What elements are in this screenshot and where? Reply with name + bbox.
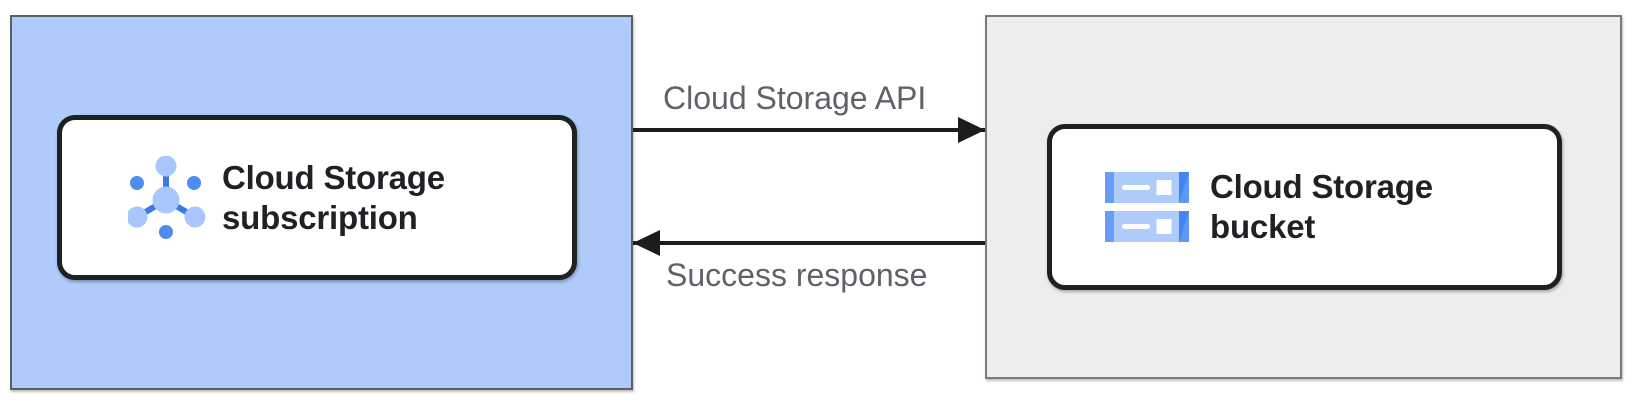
card-label-line: subscription [222,198,418,236]
subscription-zone: Cloud Storage subscription [10,15,633,390]
cloud-storage-api-arrow [633,128,985,132]
card-label-line: Cloud Storage [1210,168,1433,205]
card-label-line: Cloud Storage [222,158,445,196]
pubsub-subscription-icon [128,155,206,239]
card-label-line: bucket [1210,208,1316,245]
cloud-storage-bucket-icon [1105,172,1189,242]
success-response-arrow [633,241,985,245]
cloud-storage-bucket-card: Cloud Storage bucket [1047,124,1562,290]
cloud-storage-subscription-card: Cloud Storage subscription [57,115,577,280]
card-label: Cloud Storage bucket [1210,167,1433,247]
bucket-zone: Cloud Storage bucket [985,15,1622,379]
success-response-label: Success response [666,257,928,293]
card-label: Cloud Storage subscription [222,158,445,238]
cloud-storage-api-label: Cloud Storage API [663,80,927,116]
